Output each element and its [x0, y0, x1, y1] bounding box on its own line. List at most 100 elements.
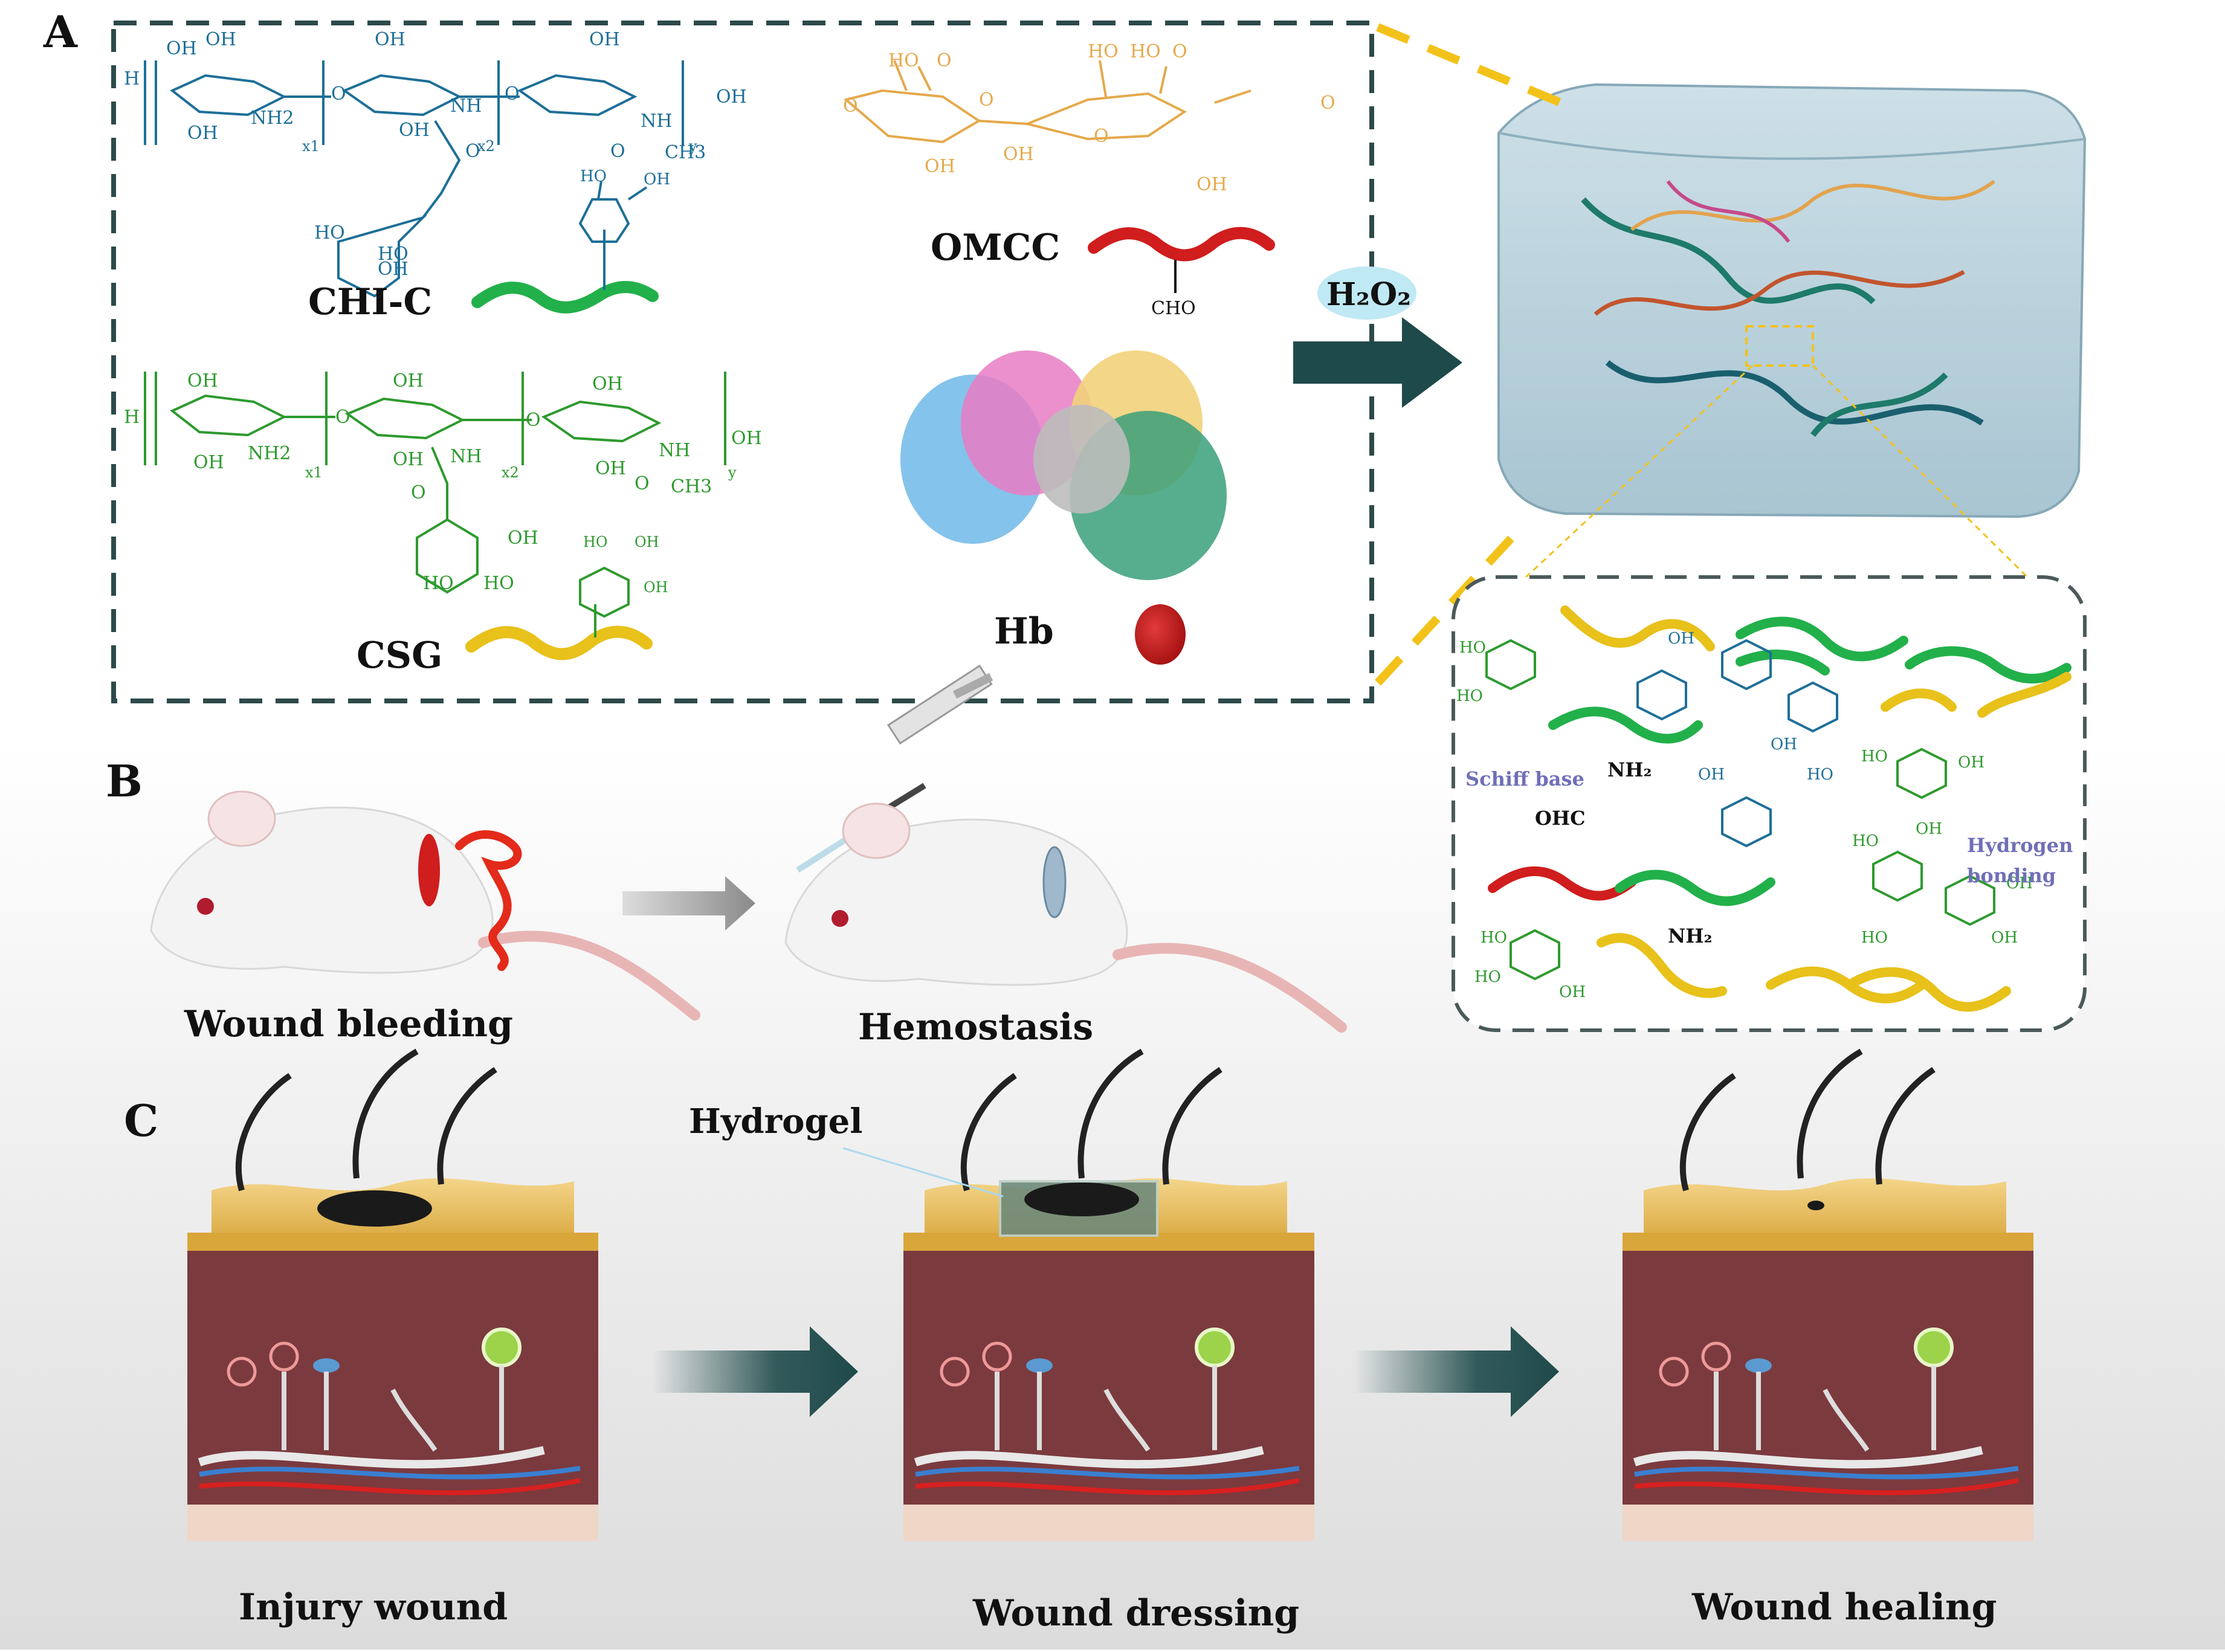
svg-text:O: O — [335, 407, 350, 428]
svg-text:OH: OH — [166, 38, 197, 59]
panel-b-letter: B — [106, 755, 143, 807]
svg-text:O: O — [610, 141, 625, 162]
injury-wound-caption: Injury wound — [239, 1586, 508, 1628]
network-rings — [1485, 639, 1995, 981]
svg-text:OH: OH — [393, 370, 424, 392]
ohc-label: OHC — [1535, 807, 1586, 830]
svg-text:OH: OH — [595, 458, 626, 479]
svg-text:NH: NH — [450, 446, 482, 467]
schiff-base-label: Schiff base — [1465, 767, 1584, 790]
svg-text:OH: OH — [1668, 630, 1694, 648]
h2o2-label: H₂O₂ — [1326, 276, 1411, 313]
svg-text:HO: HO — [483, 573, 514, 594]
svg-text:x2: x2 — [502, 464, 519, 481]
svg-text:O: O — [331, 83, 346, 105]
hemostasis-caption: Hemostasis — [858, 1006, 1093, 1048]
svg-text:NH: NH — [450, 95, 482, 117]
svg-text:OH: OH — [644, 579, 668, 596]
omcc-label: OMCC — [931, 227, 1060, 269]
network-zoom-box — [1452, 575, 2087, 1032]
svg-text:HO: HO — [423, 573, 454, 594]
svg-text:CH3: CH3 — [665, 142, 706, 163]
svg-text:O: O — [843, 95, 858, 117]
hb-protein — [900, 350, 1227, 580]
svg-text:OH: OH — [1698, 766, 1725, 784]
svg-text:O: O — [1320, 92, 1335, 114]
svg-text:OH: OH — [378, 259, 409, 280]
hydrogel-label: Hydrogel — [689, 1102, 863, 1141]
network-atoms: HO HO OH OH HO OH HO OH OH HO OH HO OH H… — [1456, 630, 2033, 1001]
svg-text:HO: HO — [580, 167, 607, 186]
svg-text:OH: OH — [644, 170, 670, 189]
svg-text:HO: HO — [1456, 687, 1483, 705]
svg-text:y: y — [688, 138, 697, 155]
panel-c-letter: C — [124, 1095, 158, 1146]
svg-text:NH2: NH2 — [251, 108, 294, 129]
svg-text:HO: HO — [314, 222, 345, 244]
chi-c-label: CHI-C — [308, 281, 432, 323]
svg-text:O: O — [505, 83, 520, 105]
mouse-hemostasis — [784, 802, 1347, 1033]
svg-text:OH: OH — [731, 428, 762, 449]
svg-text:CHO: CHO — [1151, 298, 1196, 319]
hydrogen-bonding-label-1: Hydrogen — [1967, 834, 2073, 857]
svg-text:HO: HO — [1459, 639, 1486, 657]
svg-text:NH2: NH2 — [248, 443, 291, 464]
svg-text:OH: OH — [1196, 174, 1227, 195]
svg-text:H: H — [124, 407, 140, 428]
svg-text:HO: HO — [378, 244, 409, 265]
svg-text:OH: OH — [635, 534, 659, 550]
omcc-structure — [843, 60, 1251, 144]
zoom-line-right — [1812, 364, 2029, 578]
svg-text:OH: OH — [205, 29, 236, 50]
connector-top — [1376, 23, 1570, 110]
hydrogel-cube — [1497, 83, 2087, 518]
skin-block-dressing — [903, 1048, 1314, 1541]
h2o2-arrow: H₂O₂ — [1293, 266, 1462, 408]
svg-text:x1: x1 — [302, 138, 320, 155]
svg-text:OH: OH — [187, 370, 218, 392]
svg-text:x1: x1 — [305, 464, 323, 481]
network-strands — [1488, 605, 2072, 1012]
svg-text:OH: OH — [716, 86, 747, 108]
svg-text:OH: OH — [1003, 144, 1034, 165]
mouse-bleeding — [150, 790, 700, 1021]
svg-text:H: H — [124, 68, 140, 89]
svg-text:CH3: CH3 — [671, 476, 712, 497]
svg-text:O: O — [979, 89, 994, 111]
connector-bottom — [1374, 523, 1526, 686]
panel-b-arrow — [622, 876, 755, 931]
svg-text:O: O — [1172, 41, 1187, 62]
omcc-strand-icon: CHO — [1088, 227, 1275, 319]
svg-text:NH: NH — [641, 111, 672, 132]
svg-text:HO: HO — [1481, 929, 1507, 947]
skin-block-injury — [187, 1048, 598, 1541]
svg-text:OH: OH — [1916, 820, 1942, 838]
csg-strand-icon — [465, 566, 653, 660]
svg-text:HO: HO — [888, 50, 919, 71]
svg-text:HO: HO — [1474, 968, 1501, 986]
svg-text:OH: OH — [399, 120, 430, 141]
svg-text:HO: HO — [1807, 766, 1833, 784]
svg-text:HO: HO — [1130, 41, 1161, 62]
nh2-label-1: NH₂ — [1607, 758, 1652, 781]
svg-text:O: O — [937, 50, 952, 71]
svg-text:OH: OH — [592, 373, 623, 395]
wound-bleeding-caption: Wound bleeding — [184, 1003, 513, 1045]
red-blood-cell-icon — [1135, 604, 1186, 665]
svg-text:HO: HO — [1861, 929, 1888, 947]
zoom-line-left — [1522, 364, 1754, 581]
svg-text:OH: OH — [1991, 929, 2018, 947]
svg-text:OH: OH — [1958, 753, 1984, 772]
svg-text:OH: OH — [375, 29, 405, 50]
chi-c-atoms: H OH OH OH NH2 OH NH OH OH NH CH3 O O O … — [124, 29, 747, 280]
svg-text:HO: HO — [583, 534, 608, 550]
svg-text:O: O — [1094, 126, 1109, 147]
svg-text:O: O — [465, 141, 480, 162]
wound-healing-caption: Wound healing — [1691, 1586, 1997, 1628]
svg-text:NH: NH — [659, 440, 690, 461]
wound-dressing-caption: Wound dressing — [972, 1592, 1299, 1634]
nh2-label-2: NH₂ — [1668, 924, 1713, 947]
